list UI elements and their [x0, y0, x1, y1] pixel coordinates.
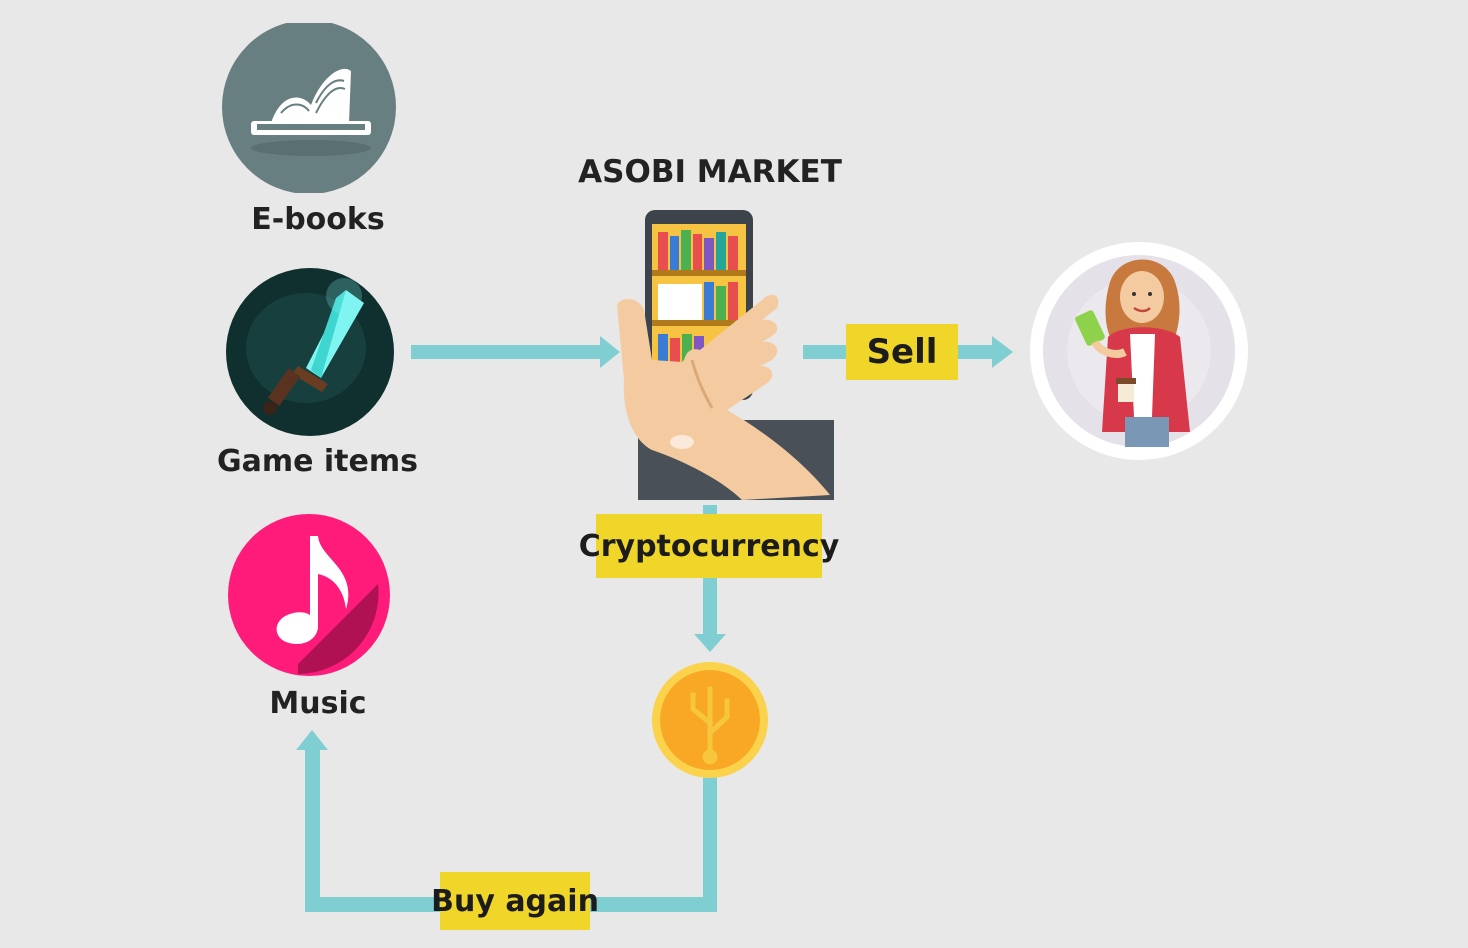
item-label-ebooks: E-books: [251, 202, 385, 237]
arrow-up-to-music-shaft: [305, 748, 320, 912]
buy-again-label: Buy again: [431, 872, 599, 930]
arrow-sell-to-buyer-shaft: [957, 345, 995, 359]
arrow-sell-to-buyer-head: [992, 336, 1013, 368]
item-label-music: Music: [269, 686, 367, 721]
arrow-up-to-music-head: [296, 730, 328, 750]
arrow-crypto-to-coin-head: [694, 634, 726, 652]
arrow-bottom-left: [305, 897, 443, 912]
sell-label: Sell: [846, 324, 958, 380]
crypto-coin-icon: [651, 661, 769, 779]
arrow-items-to-market-shaft: [411, 345, 603, 359]
arrow-coin-down: [703, 775, 717, 912]
market-title: ASOBI MARKET: [578, 154, 842, 190]
arrow-market-to-crypto-shaft-top: [703, 505, 717, 515]
arrow-crypto-to-coin-shaft: [703, 577, 717, 637]
arrow-bottom-right: [590, 897, 717, 912]
woman-with-phone-icon: [1030, 242, 1248, 460]
music-note-icon: [228, 514, 390, 676]
arrow-items-to-market-head: [600, 336, 620, 368]
arrow-market-to-sell-shaft: [803, 345, 847, 359]
crystal-sword-icon: [226, 268, 394, 436]
item-label-game-items: Game items: [216, 444, 418, 479]
cryptocurrency-label: Cryptocurrency: [579, 514, 839, 578]
smartphone-bookshelf-icon: [612, 210, 834, 500]
open-book-icon: [221, 23, 398, 193]
